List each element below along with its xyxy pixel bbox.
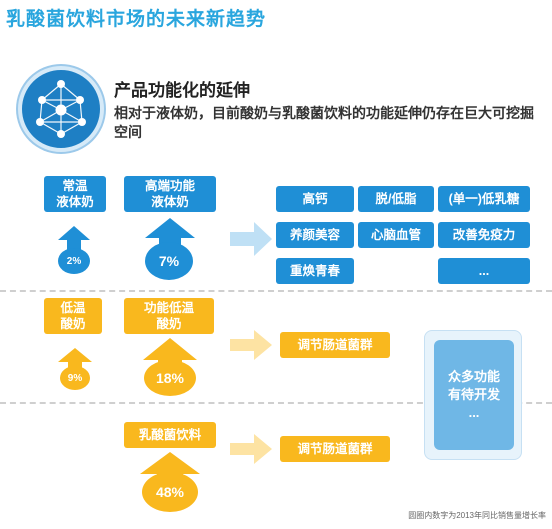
function-tag: (单一)低乳糖 [438,186,530,212]
right-arrow-icon [230,434,272,464]
function-tag: 高钙 [276,186,354,212]
low-temp-yogurt-line2: 酸奶 [60,317,86,331]
function-tag: 改善免疫力 [438,222,530,248]
function-tag: ... [438,258,530,284]
section-divider [0,290,552,292]
normal-liquid-milk-line1: 常温 [62,179,88,193]
yogurt-function-tag: 调节肠道菌群 [280,332,390,358]
lactic-drink-box: 乳酸菌饮料 [124,422,216,448]
high-end-liquid-milk-box: 高端功能 液体奶 [124,176,216,212]
future-line3: ... [468,405,480,420]
low-temp-yogurt-growth: 9% [60,366,90,390]
high-end-liquid-milk-line1: 高端功能 [144,179,195,193]
future-functions-card: 众多功能 有待开发 ... [434,340,514,450]
footnote: 圆圈内数字为2013年同比销售量增长率 [408,511,546,520]
up-arrow-icon [145,218,195,258]
up-arrow-icon [58,348,92,380]
page-title: 乳酸菌饮料市场的未来新趋势 [6,9,267,30]
function-tag: 重焕青春 [276,258,354,284]
high-end-liquid-milk-growth: 7% [145,242,193,280]
functional-yogurt-line1: 功能低温 [143,301,194,315]
low-temp-yogurt-box: 低温 酸奶 [44,298,102,334]
function-tag: 脱/低脂 [358,186,434,212]
intro-description: 相对于液体奶，目前酸奶与乳酸菌饮料的功能延伸仍存在巨大可挖掘空间 [114,105,534,140]
functional-yogurt-box: 功能低温 酸奶 [124,298,214,334]
future-line1: 众多功能 [447,369,500,384]
functional-yogurt-growth: 18% [144,360,196,396]
functional-yogurt-line2: 酸奶 [156,317,182,331]
normal-liquid-milk-line2: 液体奶 [56,195,94,209]
section-divider [0,402,552,404]
function-tag: 心脑血管 [358,222,434,248]
lactic-drink-growth: 48% [142,472,198,512]
future-line2: 有待开发 [447,387,500,402]
up-arrow-icon [143,338,197,380]
normal-liquid-milk-box: 常温 液体奶 [44,176,106,212]
right-arrow-icon [230,222,272,256]
low-temp-yogurt-line1: 低温 [60,301,86,315]
up-arrow-icon [58,226,90,258]
normal-liquid-milk-growth: 2% [58,248,90,274]
high-end-liquid-milk-line2: 液体奶 [151,195,189,209]
right-arrow-icon [230,330,272,360]
network-nodes-icon [18,66,104,152]
intro-title: 产品功能化的延伸 [114,81,250,100]
function-tag: 养颜美容 [276,222,354,248]
lactic-drink-function-tag: 调节肠道菌群 [280,436,390,462]
